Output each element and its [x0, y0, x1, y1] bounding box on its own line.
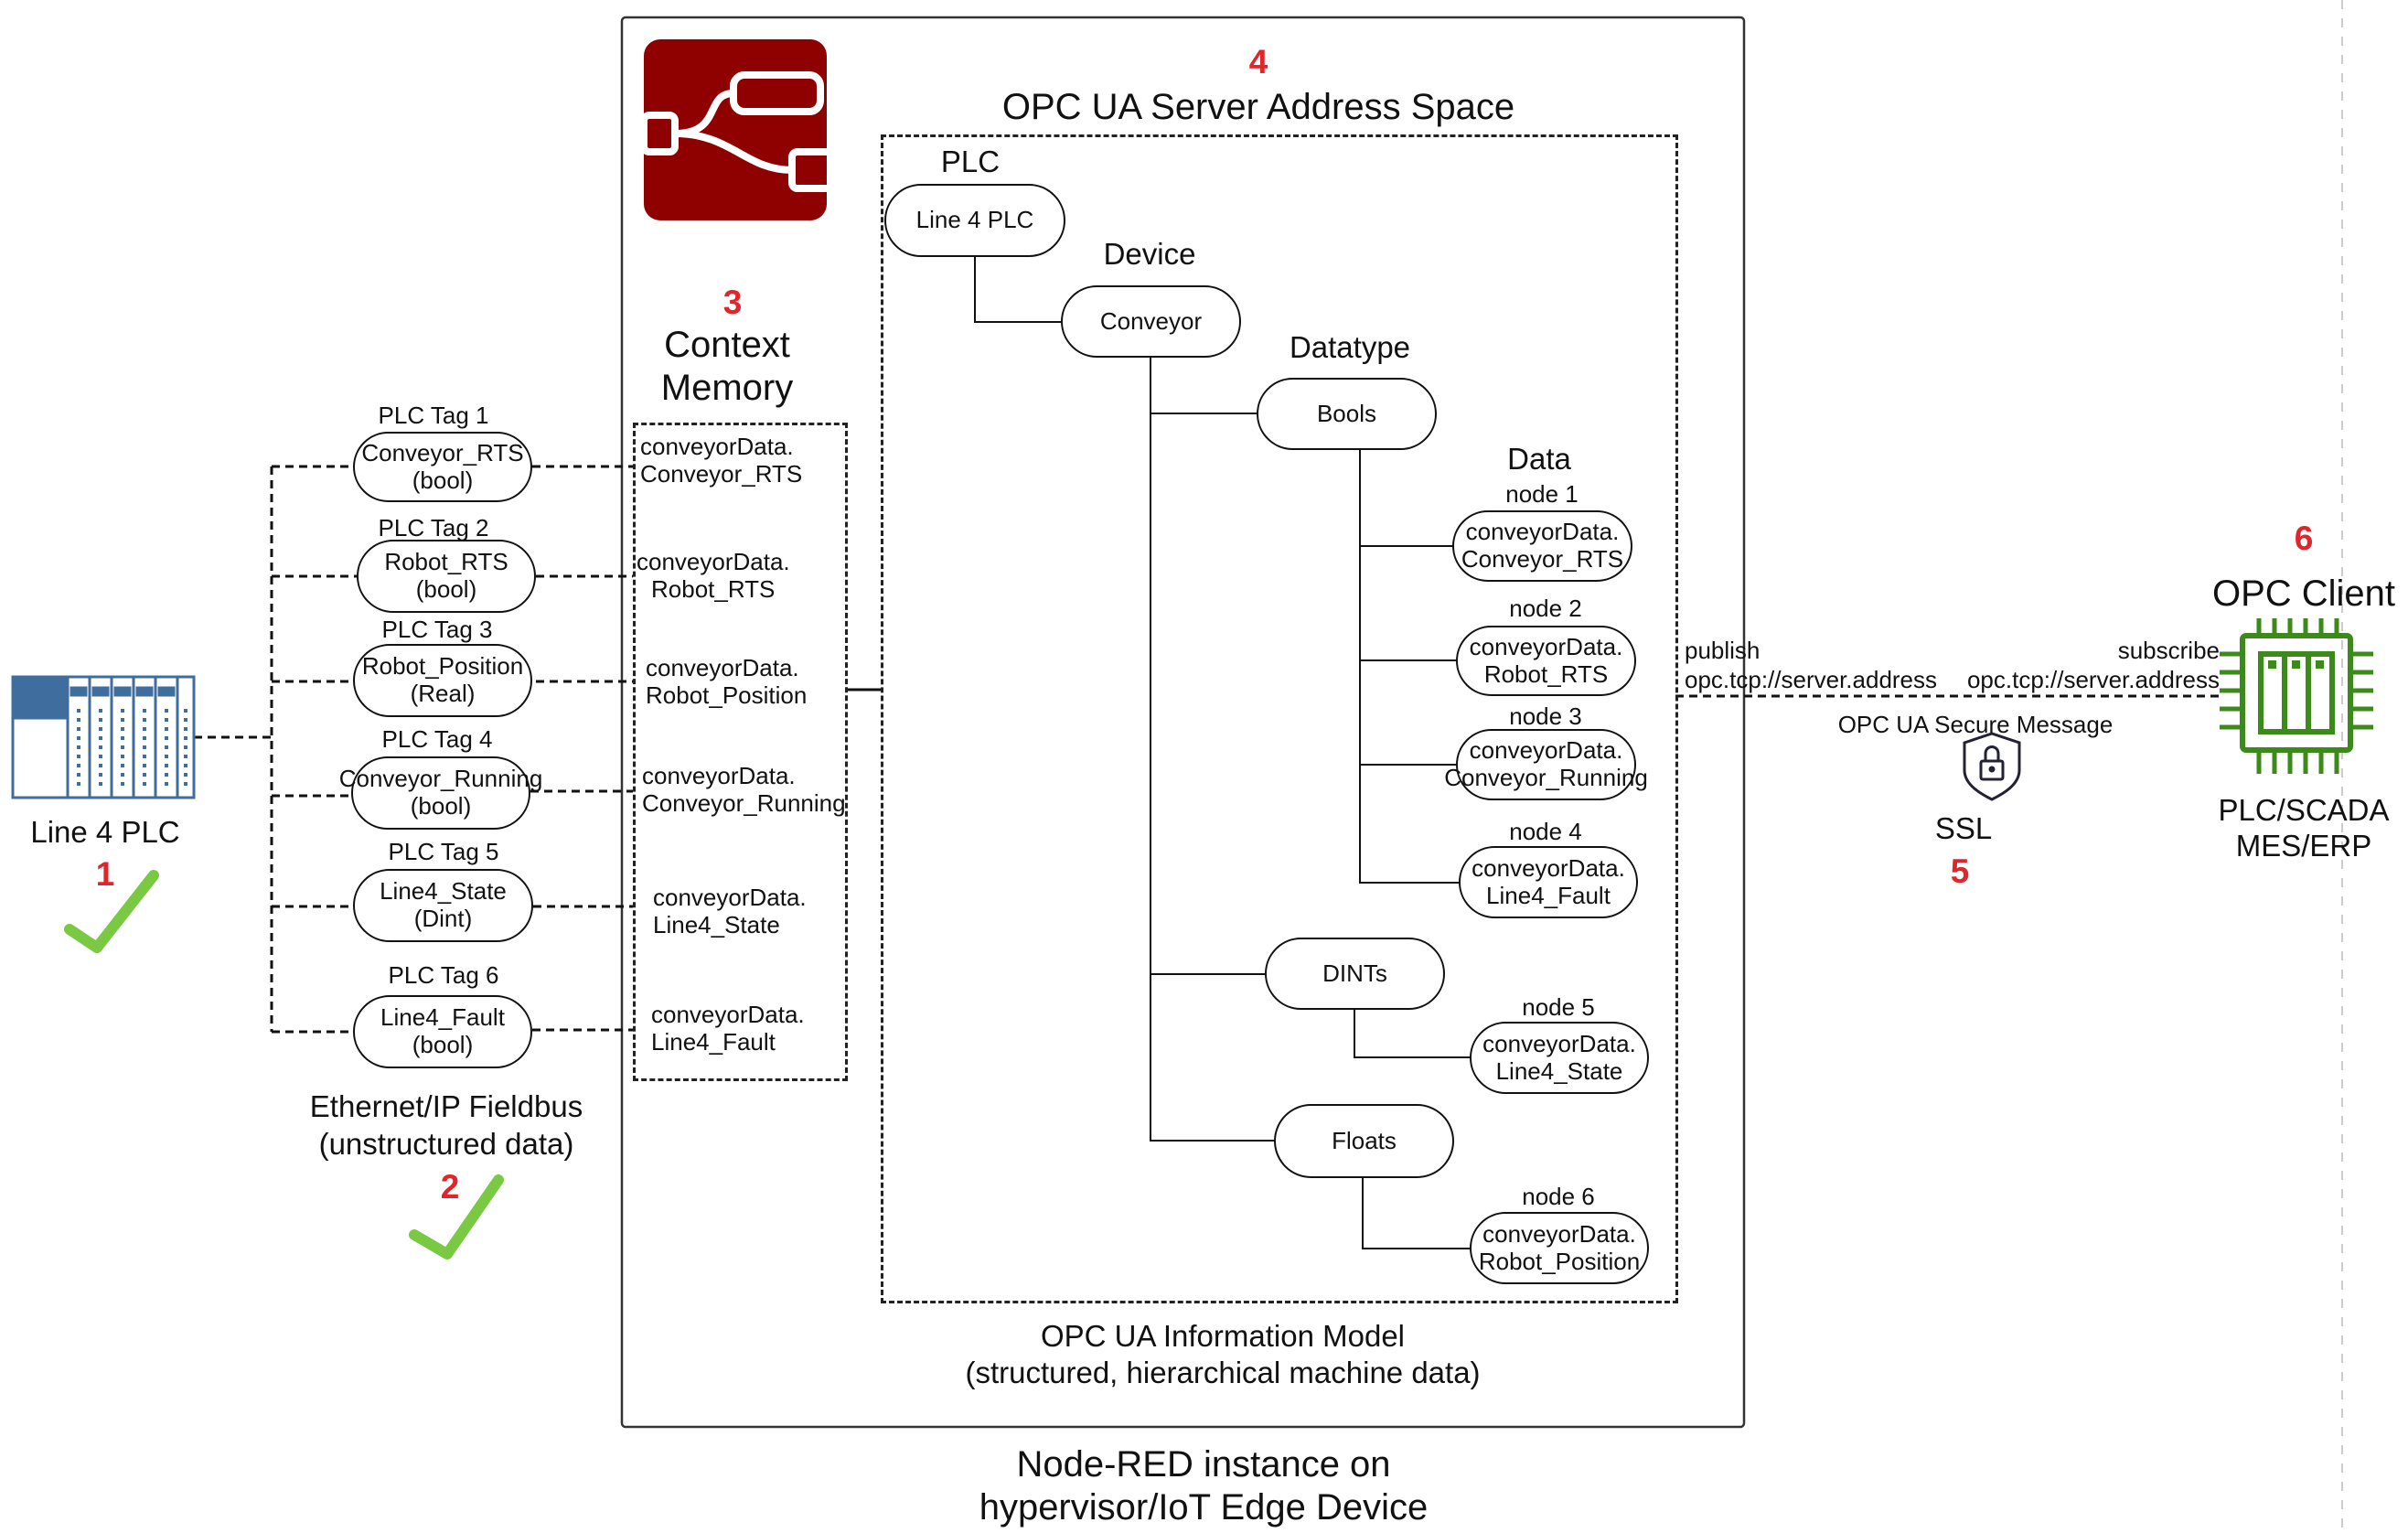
- ssl-lock-icon: [1963, 732, 2021, 801]
- plc-node: Line 4 PLC: [884, 184, 1065, 257]
- tag-title: PLC Tag 1: [378, 402, 489, 429]
- step-3-label: 3: [722, 284, 743, 321]
- step-2-label: 2: [440, 1168, 460, 1206]
- tag-title: PLC Tag 6: [388, 961, 499, 989]
- memory-entry: conveyorData.Conveyor_RTS: [640, 433, 803, 488]
- data-node: conveyorData.Robot_RTS: [1456, 626, 1636, 696]
- tag-title: PLC Tag 2: [378, 514, 489, 541]
- data-heading: Data: [1507, 442, 1571, 476]
- dints-node: DINTs: [1265, 938, 1445, 1010]
- memory-entry: conveyorData.Robot_Position: [646, 654, 808, 709]
- data-node: conveyorData.Conveyor_RTS: [1452, 510, 1632, 582]
- floats-node: Floats: [1274, 1104, 1454, 1178]
- tree-lines: [974, 257, 1470, 1249]
- tag-pill: Line4_Fault(bool): [353, 995, 532, 1068]
- context-memory-title-2: Memory: [660, 368, 794, 408]
- publish-address: opc.tcp://server.address: [1685, 666, 1938, 693]
- node-title: node 6: [1522, 1183, 1595, 1210]
- node-title: node 1: [1505, 480, 1579, 508]
- processor-chip-icon: [2220, 618, 2373, 774]
- node-red-logo-icon: [640, 39, 836, 220]
- memory-entry: conveyorData.Conveyor_Running: [642, 762, 846, 817]
- node-title: node 4: [1509, 818, 1582, 845]
- plc-heading: PLC: [940, 145, 1001, 178]
- step-4-label: 4: [1248, 43, 1268, 80]
- information-model-caption-sub: (structured, hierarchical machine data): [965, 1356, 1481, 1389]
- context-memory-title: Context: [664, 325, 790, 365]
- tag-pill: Robot_RTS(bool): [357, 540, 536, 613]
- step-1-label: 1: [95, 855, 115, 893]
- memory-entry: conveyorData.Line4_State: [653, 884, 807, 938]
- subscribe-address: opc.tcp://server.address: [1966, 666, 2220, 693]
- data-node: conveyorData.Robot_Position: [1470, 1212, 1649, 1284]
- memory-entry: conveyorData.Robot_RTS: [637, 548, 790, 603]
- device-heading: Device: [1103, 237, 1196, 271]
- tag-pill: Line4_State(Dint): [353, 869, 533, 942]
- node-red-caption: Node-RED instance on: [1016, 1444, 1391, 1485]
- opc-client-caption: PLC/SCADA: [2218, 793, 2390, 827]
- tag-pill: Conveyor_RTS(bool): [353, 432, 532, 502]
- data-node: conveyorData.Conveyor_Running: [1444, 729, 1648, 800]
- fieldbus-caption: Ethernet/IP Fieldbus: [309, 1089, 583, 1123]
- tag-title: PLC Tag 3: [381, 616, 493, 643]
- tag-pill: Robot_Position(Real): [353, 644, 532, 717]
- step-5-label: 5: [1950, 852, 1970, 890]
- bools-node: Bools: [1257, 378, 1437, 450]
- fieldbus-connectors: [194, 465, 2222, 1034]
- node-title: node 3: [1509, 702, 1582, 730]
- tag-title: PLC Tag 4: [381, 725, 493, 753]
- opc-client-caption-sub: MES/ERP: [2235, 829, 2372, 863]
- secure-message-label: OPC UA Secure Message: [1837, 711, 2114, 738]
- fieldbus-caption-sub: (unstructured data): [318, 1127, 574, 1161]
- tag-pill: Conveyor_Running(bool): [339, 756, 542, 830]
- address-space-box: [881, 134, 1678, 1303]
- conveyor-node: Conveyor: [1061, 285, 1241, 358]
- tag-title: PLC Tag 5: [388, 838, 499, 865]
- address-space-title: OPC UA Server Address Space: [1001, 87, 1515, 127]
- check-icon-fieldbus: [409, 1174, 504, 1260]
- data-node: conveyorData.Line4_State: [1470, 1022, 1649, 1094]
- check-icon-plc: [64, 870, 159, 953]
- node-red-caption-sub: hypervisor/IoT Edge Device: [979, 1487, 1429, 1528]
- opc-client-title: OPC Client: [2211, 574, 2396, 614]
- plc-rack-icon: [11, 675, 196, 799]
- data-node: conveyorData.Line4_Fault: [1459, 846, 1638, 918]
- memory-entry: conveyorData.Line4_Fault: [651, 1001, 805, 1056]
- information-model-caption: OPC UA Information Model: [1041, 1319, 1405, 1353]
- node-title: node 2: [1509, 595, 1582, 622]
- step-6-label: 6: [2294, 520, 2314, 557]
- datatype-heading: Datatype: [1289, 330, 1411, 364]
- node-red-container: [620, 16, 1746, 1429]
- publish-label: publish: [1685, 637, 1761, 664]
- node-title: node 5: [1522, 993, 1595, 1021]
- plc-label: Line 4 PLC: [30, 815, 180, 849]
- ssl-label: SSL: [1934, 811, 1993, 845]
- subscribe-label: subscribe: [2117, 637, 2220, 664]
- context-memory-box: [633, 423, 848, 1081]
